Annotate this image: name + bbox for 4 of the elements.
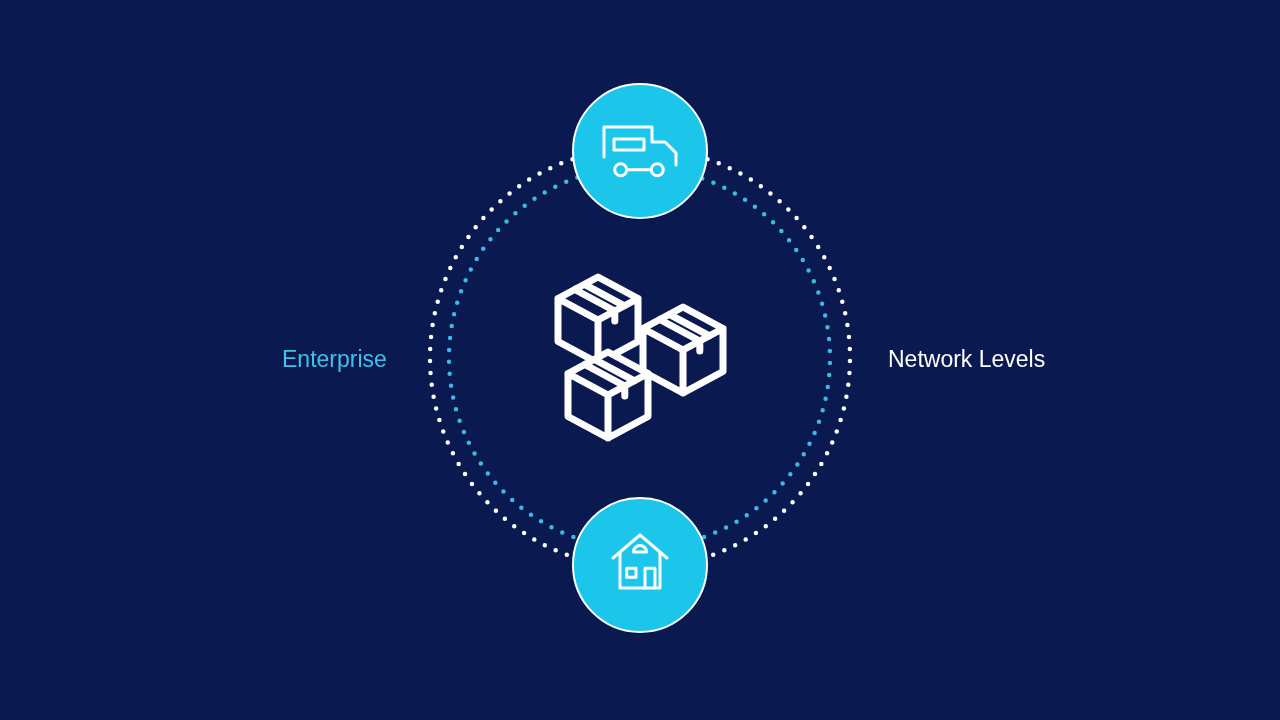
dotted-arc	[446, 175, 580, 541]
category-label: Enterprise	[282, 345, 387, 373]
dotted-arc	[699, 176, 833, 540]
category-label: Network Levels	[888, 345, 1046, 373]
